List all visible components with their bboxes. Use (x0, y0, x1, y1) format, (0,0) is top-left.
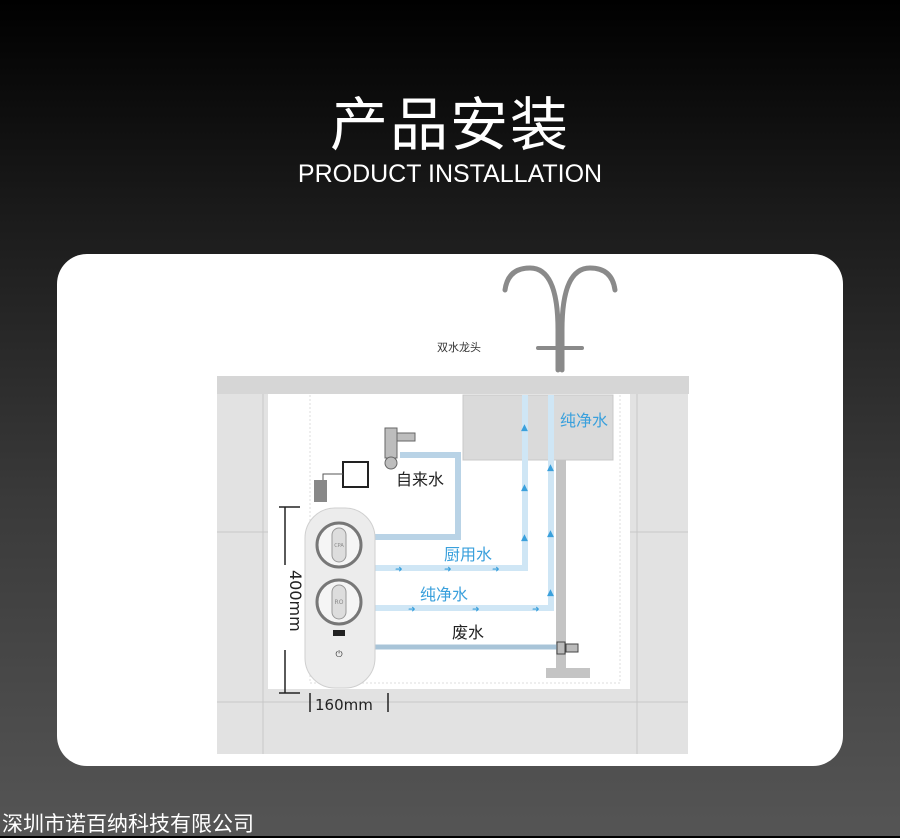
svg-text:➜: ➜ (395, 565, 403, 575)
svg-text:➜: ➜ (492, 565, 500, 575)
pure-water-pipe (372, 395, 554, 611)
page-subtitle: PRODUCT INSTALLATION (297, 160, 603, 188)
sink-basin (462, 394, 614, 461)
display-screen (333, 630, 345, 636)
power-icon: ⏻ (335, 649, 342, 660)
svg-text:➜: ➜ (472, 605, 480, 615)
pure-water-label: 纯净水 (420, 585, 468, 604)
kitchen-water-label: 厨用水 (444, 545, 492, 564)
power-socket-icon (342, 461, 369, 488)
svg-text:➜: ➜ (444, 565, 452, 575)
svg-text:▲: ▲ (521, 533, 528, 543)
svg-text:▲: ▲ (521, 483, 528, 493)
power-adapter-icon (314, 480, 327, 502)
svg-text:▲: ▲ (547, 463, 554, 473)
svg-text:➜: ➜ (532, 605, 540, 615)
dimension-lines (279, 506, 389, 712)
angle-valve-icon (384, 427, 416, 470)
pure-water-label-top: 纯净水 (560, 411, 608, 430)
flow-arrows: ➜ ➜ ➜ ➜ ➜ ➜ ▲ ▲ ▲ ▲ ▲ ▲ (395, 423, 554, 615)
waste-water-label: 废水 (452, 623, 484, 642)
kitchen-water-pipe (372, 395, 528, 571)
faucet-label: 双水龙头 (437, 341, 481, 354)
countertop (217, 376, 689, 394)
drain-pipe (556, 460, 566, 670)
filter-1-label: CPA (334, 543, 344, 549)
svg-text:➜: ➜ (408, 605, 416, 615)
svg-text:▲: ▲ (547, 588, 554, 598)
drain-valve-icon (556, 641, 579, 655)
height-dimension: 400mm (286, 570, 305, 632)
filter-2-label: RO (335, 599, 344, 606)
water-purifier: CPA RO ⏻ (304, 507, 376, 689)
faucet-icon (502, 265, 618, 373)
svg-text:▲: ▲ (547, 529, 554, 539)
svg-text:▲: ▲ (521, 423, 528, 433)
page-title: 产品安装 (329, 91, 570, 159)
company-name: 深圳市诺百纳科技有限公司 (2, 812, 254, 836)
tap-water-pipe (372, 452, 461, 540)
tap-water-label: 自来水 (396, 470, 444, 489)
width-dimension: 160mm (315, 696, 373, 714)
tile-lines (217, 393, 688, 754)
